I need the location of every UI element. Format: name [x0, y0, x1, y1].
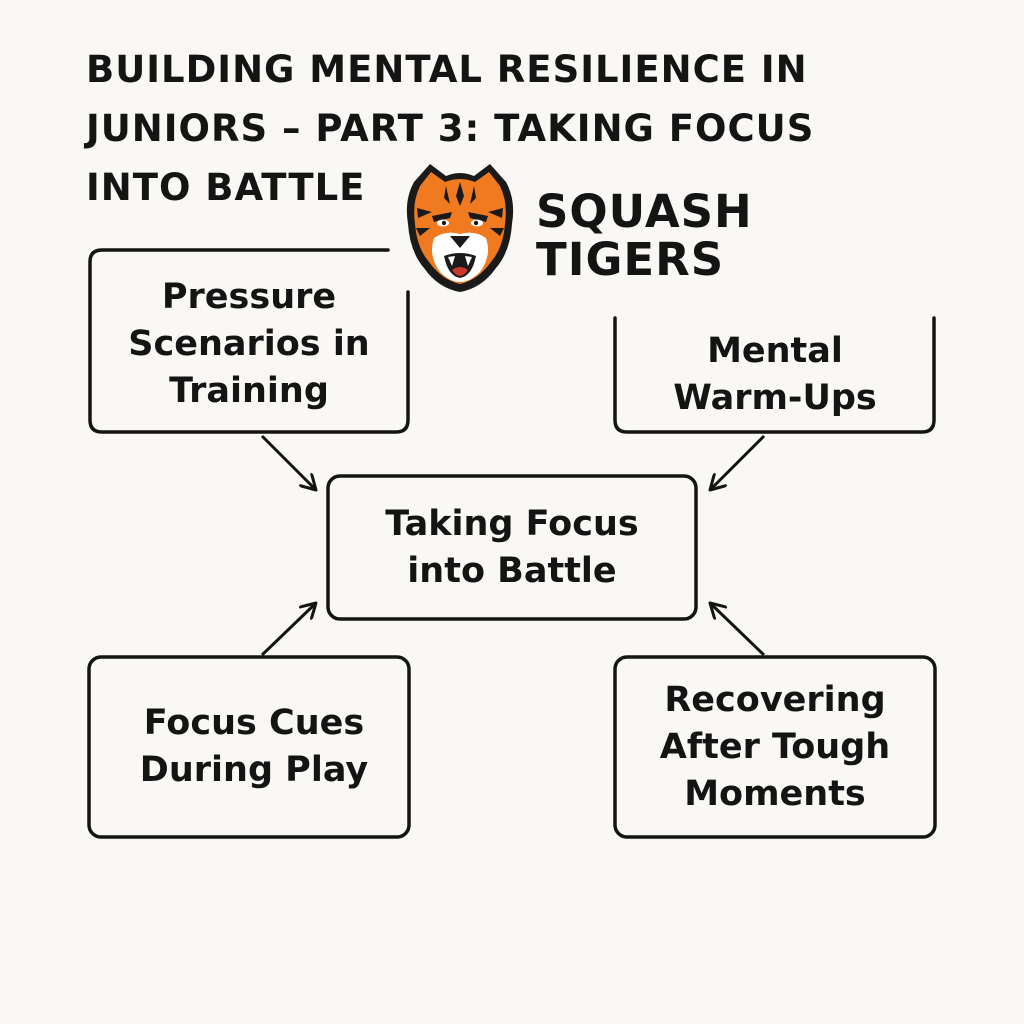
node-box-recover — [613, 655, 937, 839]
node-label-center: Taking Focus into Battle — [385, 503, 639, 591]
node-label-recover: Recovering After Tough Moments — [659, 679, 891, 814]
arrow-cues-to-center — [260, 603, 316, 657]
arrow-recover-to-center — [710, 603, 766, 657]
node-label-cues: Focus Cues During Play — [139, 703, 369, 790]
node-box-warmups — [613, 316, 936, 434]
page-title: BUILDING MENTAL RESILIENCE IN JUNIORS – … — [86, 48, 815, 209]
node-label-pressure: Pressure Scenarios in Training — [128, 276, 370, 411]
node-box-pressure — [88, 248, 410, 434]
node-box-center — [326, 474, 698, 621]
node-box-cues — [87, 655, 411, 839]
arrow-warmups-to-center — [710, 434, 766, 490]
brand-name-line1: SQUASH — [536, 185, 753, 238]
arrow-pressure-to-center — [260, 434, 316, 490]
brand-name-line2: TIGERS — [536, 233, 725, 286]
node-label-warmups: Mental Warm-Ups — [673, 331, 877, 418]
brand-name: SQUASH TIGERS — [536, 188, 753, 284]
tiger-head-icon — [406, 164, 514, 292]
